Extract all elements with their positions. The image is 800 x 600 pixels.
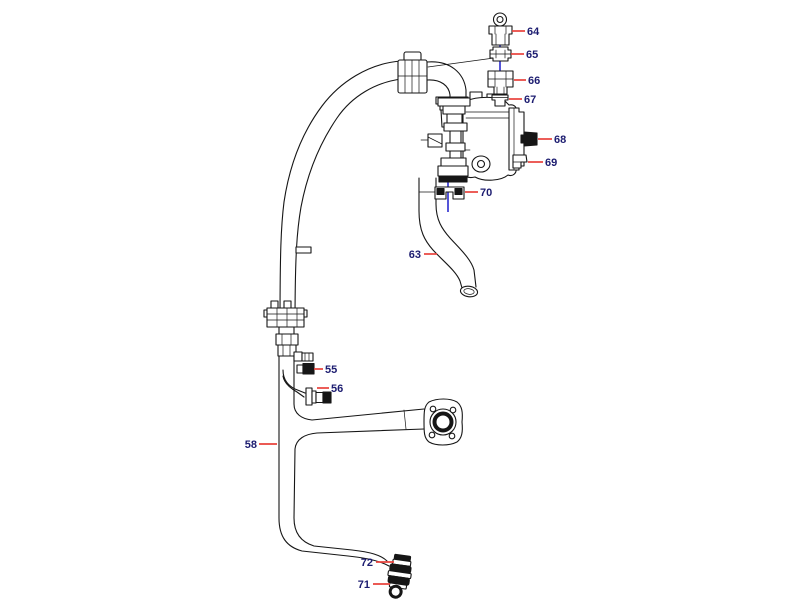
part-number-65: 65	[526, 49, 538, 61]
part-70-clamp	[434, 186, 465, 200]
part-number-72: 72	[361, 557, 373, 569]
hose-joint-tab	[295, 246, 312, 254]
hose-upper	[279, 60, 403, 328]
hose-clamp-block	[263, 300, 308, 328]
part-68-shaft	[520, 131, 538, 147]
pump-left-column	[437, 97, 471, 183]
upper-bolt	[293, 351, 314, 362]
callout-63: 63	[409, 249, 437, 261]
part-number-66: 66	[528, 75, 540, 87]
part-63-pipe	[418, 177, 479, 298]
pipe-flange	[423, 398, 463, 446]
reference-line	[427, 57, 495, 68]
part-number-58: 58	[245, 439, 257, 451]
elbow-fitting	[426, 61, 467, 98]
hose-coupling	[275, 333, 299, 357]
callout-70: 70	[465, 187, 492, 199]
part-number-55: 55	[325, 364, 337, 376]
part-number-68: 68	[554, 134, 566, 146]
pump-side-port	[420, 133, 443, 148]
hose-nut	[397, 51, 428, 94]
callout-64: 64	[512, 26, 540, 38]
callout-58: 58	[245, 439, 277, 451]
part-58-hose	[278, 326, 425, 567]
part-number-63: 63	[409, 249, 421, 261]
callout-65: 65	[511, 49, 538, 61]
callout-71: 71	[358, 579, 390, 591]
pump-body	[462, 91, 517, 181]
part-number-56: 56	[331, 383, 343, 395]
callout-68: 68	[538, 134, 566, 146]
part-64-fitting	[488, 12, 513, 46]
callout-67: 67	[509, 94, 536, 106]
part-56-banjo	[282, 369, 332, 406]
part-55-bolt	[296, 362, 315, 375]
part-number-69: 69	[545, 157, 557, 169]
callout-layer: 64 65 66 67 68 69 70 63 55 56 58 72 71	[245, 26, 567, 591]
pipe-joint-line	[403, 409, 407, 430]
part-number-71: 71	[358, 579, 370, 591]
part-67-fitting	[491, 94, 509, 107]
part-71-connector	[387, 563, 412, 599]
part-number-64: 64	[527, 26, 540, 38]
part-number-67: 67	[524, 94, 536, 106]
callout-56: 56	[317, 383, 343, 395]
part-69-bracket	[512, 154, 528, 169]
callout-66: 66	[514, 75, 540, 87]
part-66-fitting	[487, 70, 514, 95]
callout-55: 55	[314, 364, 337, 376]
callout-72: 72	[361, 557, 394, 569]
callout-69: 69	[528, 157, 557, 169]
part-65-nut	[489, 46, 512, 62]
part-number-70: 70	[480, 187, 492, 199]
